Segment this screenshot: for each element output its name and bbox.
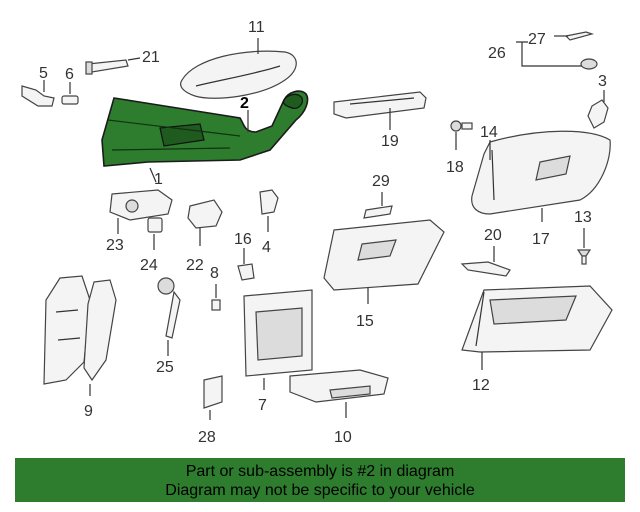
callout-13: 13: [574, 209, 592, 226]
callout-15: 15: [356, 313, 374, 330]
callout-8: 8: [210, 265, 219, 282]
callout-24: 24: [140, 257, 158, 274]
part-22-bracket[interactable]: [187, 199, 223, 229]
part-25-lock-key[interactable]: [157, 277, 181, 339]
part-2-highlighted-panel[interactable]: [101, 90, 309, 167]
callout-9: 9: [84, 403, 93, 420]
callout-1: 1: [154, 171, 163, 188]
part-8-clip[interactable]: [211, 299, 221, 311]
callout-17: 17: [532, 231, 550, 248]
part-20-bracket[interactable]: [460, 261, 511, 277]
part-5-bracket[interactable]: [21, 85, 55, 107]
part-3-clip[interactable]: [587, 99, 609, 129]
part-29-pad[interactable]: [363, 205, 393, 219]
part-17-glovebox-door[interactable]: [471, 130, 611, 215]
part-9-side-panels[interactable]: [43, 275, 117, 385]
callout-26: 26: [488, 45, 506, 62]
callout-29: 29: [372, 173, 390, 190]
part-21-handle[interactable]: [85, 59, 129, 75]
callout-18: 18: [446, 159, 464, 176]
callout-20: 20: [484, 227, 502, 244]
callout-14: 14: [480, 124, 498, 141]
callout-11: 11: [248, 19, 265, 36]
callout-23: 23: [106, 237, 124, 254]
callout-25: 25: [156, 359, 174, 376]
part-4-clip[interactable]: [259, 189, 279, 215]
part-28-plate[interactable]: [203, 375, 223, 409]
part-13-pin[interactable]: [576, 249, 592, 265]
leader-1: [149, 167, 157, 183]
callout-10: 10: [334, 429, 352, 446]
callout-22: 22: [186, 257, 204, 274]
parts-diagram: 11 21 5 6 2 1 19 18: [21, 19, 613, 446]
part-23-motor[interactable]: [109, 189, 173, 221]
footer-banner: Part or sub-assembly is #2 in diagram Di…: [15, 458, 625, 502]
part-27-fastener[interactable]: [564, 31, 595, 41]
part-7-center-bezel[interactable]: [243, 289, 313, 377]
part-10-tray[interactable]: [289, 369, 389, 403]
part-12-glovebox-bin[interactable]: [461, 285, 613, 353]
callout-21: 21: [142, 49, 160, 66]
callout-19: 19: [381, 133, 399, 150]
part-24-clip[interactable]: [147, 217, 163, 233]
part-6-clip[interactable]: [61, 95, 79, 105]
part-16-clip[interactable]: [237, 263, 255, 281]
callout-7: 7: [258, 397, 267, 414]
callout-2: 2: [240, 95, 249, 112]
callout-27: 27: [528, 31, 546, 48]
callout-16: 16: [234, 231, 252, 248]
callout-5: 5: [39, 65, 48, 82]
part-11-top-cover[interactable]: [180, 50, 297, 99]
callout-3: 3: [598, 73, 607, 90]
callout-12: 12: [472, 377, 490, 394]
leader-26: [516, 41, 582, 67]
callout-28: 28: [198, 429, 216, 446]
callout-4: 4: [262, 239, 271, 256]
footer-line-2: Diagram may not be specific to your vehi…: [165, 482, 475, 499]
part-18-screw[interactable]: [450, 120, 473, 132]
leader-21: [127, 57, 141, 61]
part-15-storage-box[interactable]: [323, 219, 445, 291]
callout-6: 6: [65, 66, 74, 83]
part-19-bracket[interactable]: [333, 91, 427, 119]
part-26-bumper[interactable]: [580, 58, 598, 70]
footer-line-1: Part or sub-assembly is #2 in diagram: [185, 463, 455, 480]
